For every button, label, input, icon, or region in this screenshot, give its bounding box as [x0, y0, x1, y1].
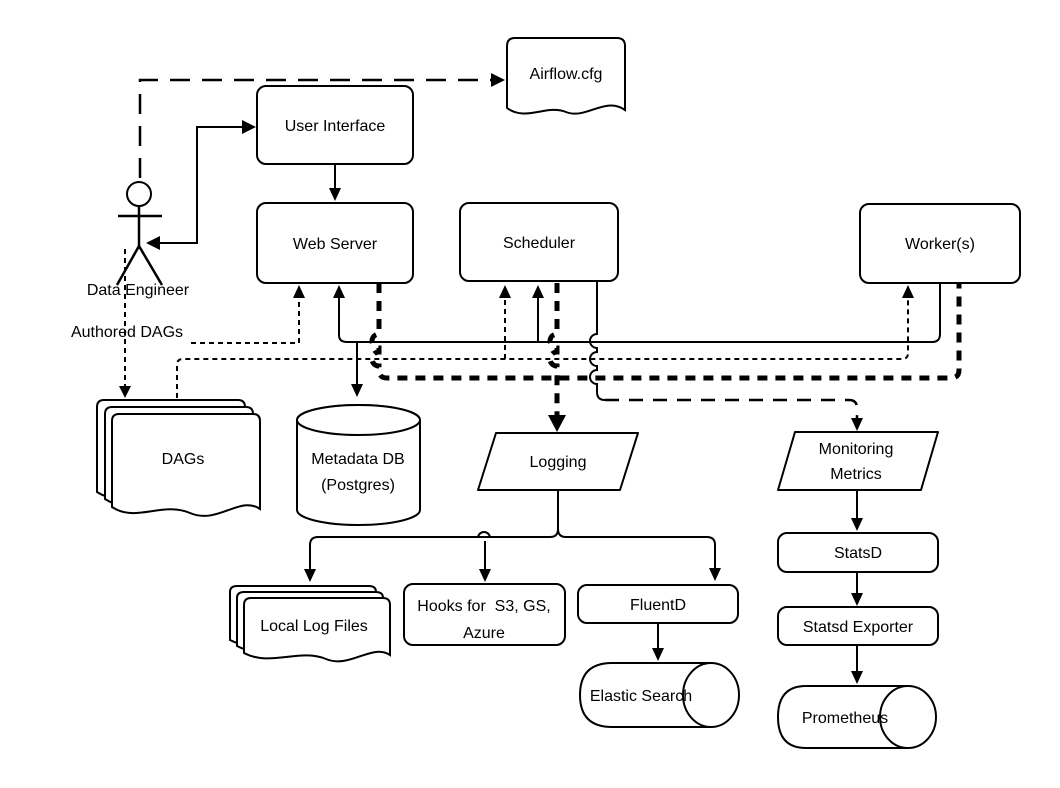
user-interface-label: User Interface	[285, 118, 386, 135]
web-server-label: Web Server	[293, 236, 378, 253]
edge-scheduler-to-monitoring	[589, 281, 863, 431]
edge-engineer-to-airflowcfg	[138, 73, 505, 178]
arrowhead	[242, 120, 256, 134]
statsd-label: StatsD	[834, 545, 882, 562]
edges	[119, 73, 962, 684]
arrowhead	[652, 648, 664, 661]
metadata-db-label-1: Metadata DB	[311, 451, 404, 468]
arrowhead	[499, 285, 511, 298]
document-shape	[506, 37, 626, 115]
parallelogram-shape	[777, 431, 939, 491]
dags-node: DAGs	[96, 399, 261, 517]
scheduler-label: Scheduler	[503, 235, 576, 252]
edge-exporter-to-prometheus	[851, 645, 863, 684]
logging-label: Logging	[530, 454, 587, 471]
edge-ui-engineer	[146, 120, 256, 250]
document-front-shape	[111, 413, 261, 517]
box-shape	[403, 583, 566, 646]
elastic-search-node: Elastic Search	[578, 662, 740, 728]
elastic-search-label: Elastic Search	[590, 688, 692, 705]
scheduler-node: Scheduler	[459, 202, 619, 282]
cylinder-cap	[879, 685, 937, 749]
arrowhead	[851, 518, 863, 531]
arrowhead	[902, 285, 914, 298]
monitoring-metrics-label-2: Metrics	[830, 466, 882, 483]
person-icon	[126, 181, 152, 207]
local-log-files-node: Local Log Files	[229, 585, 391, 663]
prometheus-label: Prometheus	[802, 710, 888, 727]
parallelogram-shape	[477, 432, 639, 491]
cylinder-top	[296, 404, 421, 436]
arrowhead	[709, 568, 721, 581]
arrowhead	[548, 415, 566, 432]
workers-node: Worker(s)	[859, 203, 1021, 284]
hooks-label-1: Hooks for S3, GS,	[417, 598, 550, 615]
user-interface-node: User Interface	[256, 85, 414, 165]
statsd-exporter-node: Statsd Exporter	[777, 606, 939, 646]
fluentd-label: FluentD	[630, 597, 686, 614]
edge-logging-bus	[369, 283, 962, 432]
edge-monitoring-to-statsd	[851, 490, 863, 531]
arrowhead	[491, 73, 505, 87]
authored-dags-label: Authored DAGs	[71, 324, 183, 341]
box-shape	[256, 85, 414, 165]
workers-label: Worker(s)	[905, 236, 975, 253]
hooks-node: Hooks for S3, GS, Azure	[403, 583, 566, 646]
arrowhead	[851, 418, 863, 431]
box-shape	[859, 203, 1021, 284]
arrowhead	[351, 384, 363, 397]
data-engineer-label: Data Engineer	[87, 282, 190, 299]
edge-fluentd-to-elastic	[652, 623, 664, 661]
edge-ui-to-webserver	[329, 164, 341, 201]
arrowhead	[532, 285, 544, 298]
monitoring-metrics-label-1: Monitoring	[819, 441, 894, 458]
dags-label: DAGs	[162, 451, 205, 468]
edge-logging-outputs	[304, 490, 721, 582]
arrowhead	[119, 386, 131, 398]
arrowhead	[479, 569, 491, 582]
arrowhead	[851, 671, 863, 684]
metadata-db-node: Metadata DB (Postgres)	[296, 404, 421, 526]
prometheus-node: Prometheus	[776, 685, 937, 749]
box-shape	[577, 584, 739, 624]
metadata-db-label-2: (Postgres)	[321, 477, 395, 494]
fluentd-node: FluentD	[577, 584, 739, 624]
box-shape	[777, 532, 939, 573]
arrowhead	[329, 188, 341, 201]
arrowhead	[333, 285, 345, 298]
statsd-exporter-label: Statsd Exporter	[803, 619, 914, 636]
edge-metadata-bus	[333, 283, 941, 397]
cylinder-shape	[578, 662, 711, 728]
airflow-cfg-node: Airflow.cfg	[506, 37, 626, 115]
arrowhead	[293, 285, 305, 298]
edge-authoreddags-to-webserver	[191, 285, 305, 344]
arrowhead	[146, 236, 160, 250]
box-shape	[777, 606, 939, 646]
airflow-cfg-label: Airflow.cfg	[530, 66, 603, 83]
document-front-shape	[243, 597, 391, 663]
hooks-label-2: Azure	[463, 625, 505, 642]
edge-dags-bus	[176, 285, 914, 398]
box-shape	[459, 202, 619, 282]
arrowhead	[851, 593, 863, 606]
web-server-node: Web Server	[256, 202, 414, 284]
logging-node: Logging	[477, 432, 639, 491]
statsd-node: StatsD	[777, 532, 939, 573]
data-engineer-figure: Data Engineer	[87, 181, 190, 299]
edge-statsd-to-exporter	[851, 572, 863, 606]
local-log-files-label: Local Log Files	[260, 618, 368, 635]
cylinder-shape	[776, 685, 908, 749]
cylinder-cap	[682, 662, 740, 728]
monitoring-metrics-node: Monitoring Metrics	[777, 431, 939, 491]
arrowhead	[304, 569, 316, 582]
box-shape	[256, 202, 414, 284]
